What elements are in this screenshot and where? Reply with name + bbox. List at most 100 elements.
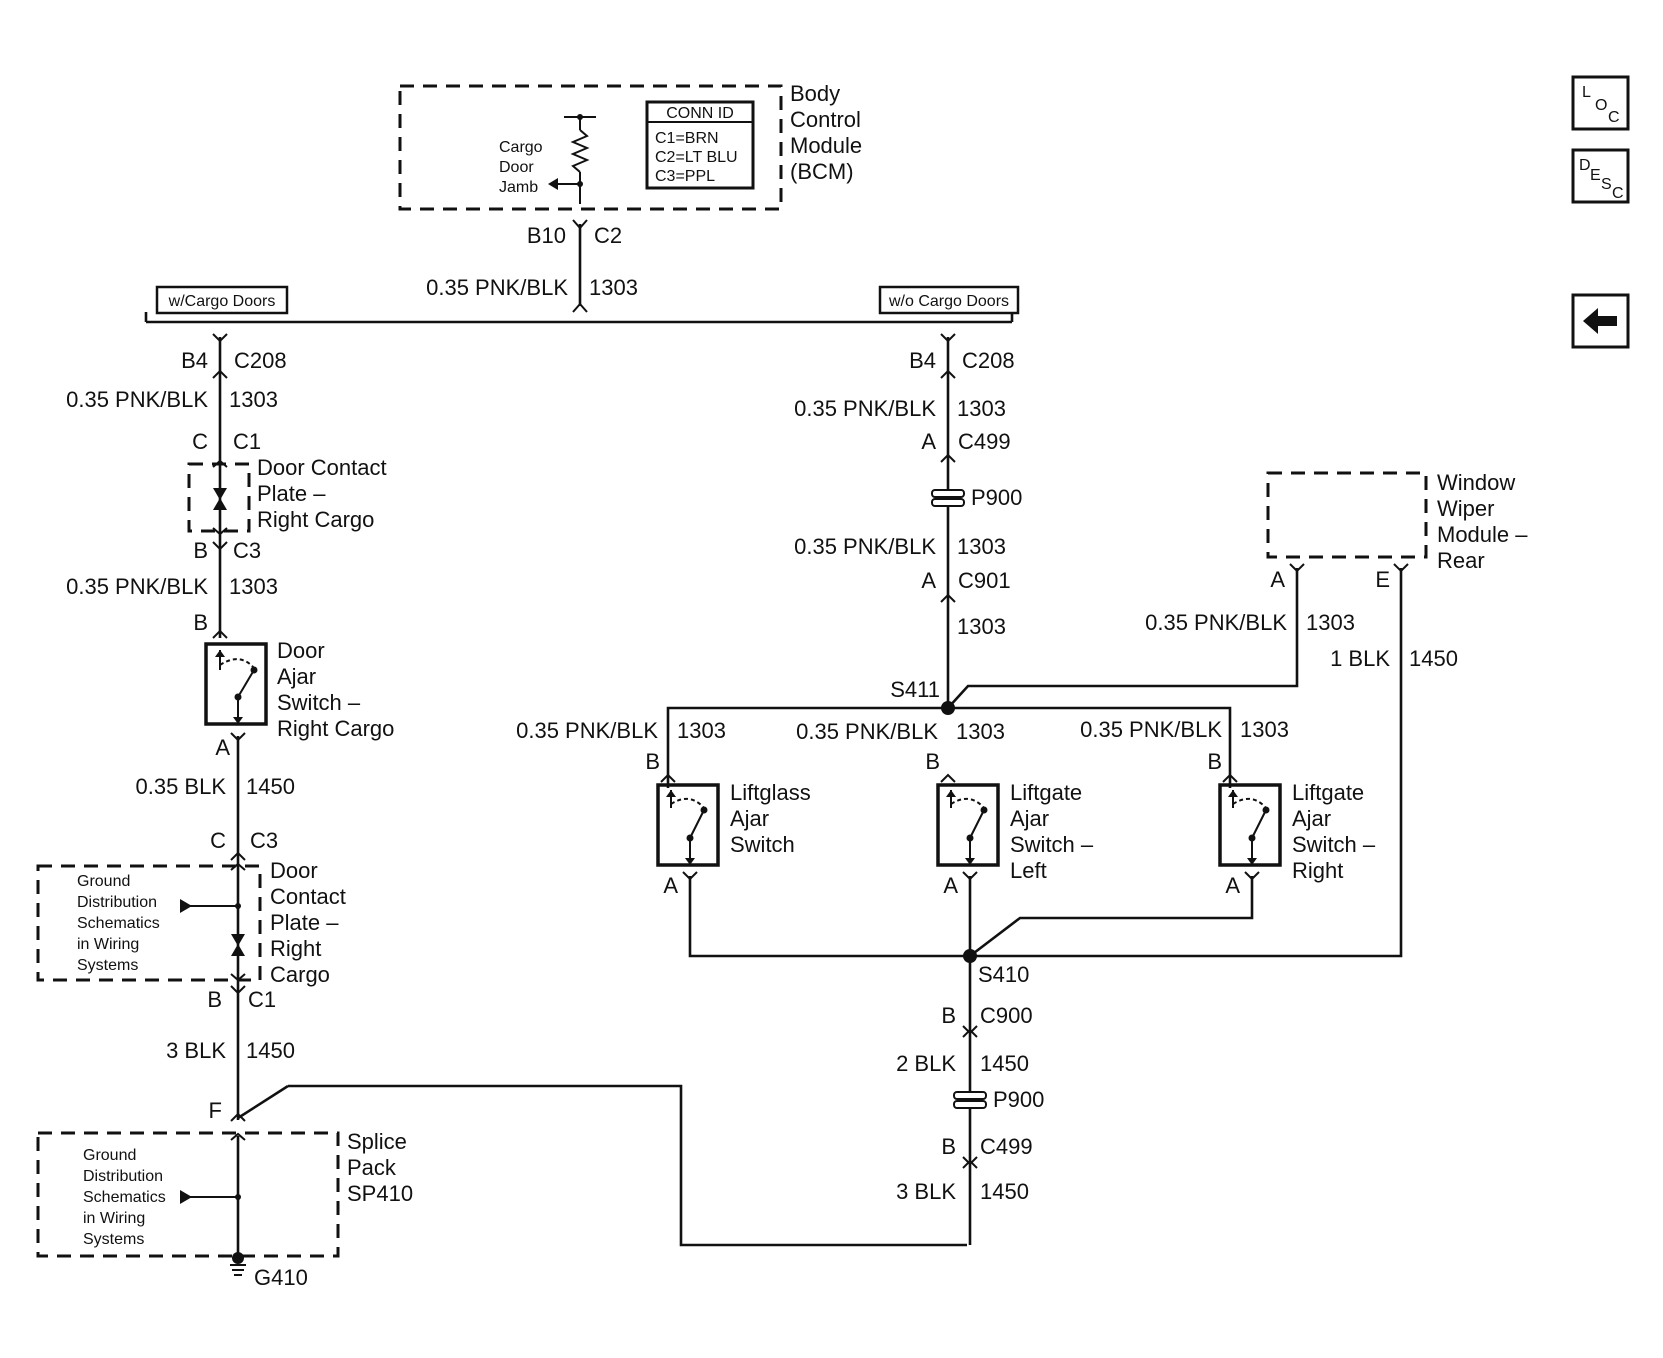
door-contact-plate-right-cargo: Door Contact Plate – Right Cargo	[187, 433, 387, 548]
left-wire2-gauge: 0.35 PNK/BLK	[66, 574, 208, 599]
splice-line2: Pack	[347, 1155, 397, 1180]
bcm-input-circuit: Cargo Door Jamb	[499, 114, 596, 204]
left-c3b-pin: C	[210, 828, 226, 853]
right-wire3-circuit: 1303	[957, 614, 1006, 639]
switch1-line3: Switch –	[277, 690, 361, 715]
right-c901: C901	[958, 568, 1011, 593]
left-c208-pin: B4	[181, 348, 208, 373]
bcm-input-line1: Cargo	[499, 139, 543, 156]
sw2-circuit: 1303	[956, 719, 1005, 744]
sw1-line3: Switch	[730, 832, 795, 857]
right-branch: B4 C208 0.35 PNK/BLK 1303 A C499 P900 0.…	[516, 333, 1528, 1245]
wiper-a-gauge: 0.35 PNK/BLK	[1145, 610, 1287, 635]
sw2-pin-a: A	[943, 873, 958, 898]
ground-ref1-line4: in Wiring	[77, 936, 139, 953]
left-branch: B4 C208 0.35 PNK/BLK 1303 C C1 Door Cont…	[36, 333, 413, 1290]
c900-label: C900	[980, 1003, 1033, 1028]
right-wire1-gauge: 0.35 PNK/BLK	[794, 396, 936, 421]
switch1-line1: Door	[277, 638, 325, 663]
plate2-line1: Door	[270, 858, 318, 883]
desc-letter-c: C	[1612, 185, 1624, 202]
right-wire1-circuit: 1303	[957, 396, 1006, 421]
left-wire3-gauge: 0.35 BLK	[135, 774, 226, 799]
sw2-line4: Left	[1010, 858, 1047, 883]
left-c3: C3	[233, 538, 261, 563]
left-c3-pin: B	[193, 538, 208, 563]
ground-ref2-line2: Distribution	[83, 1168, 163, 1185]
ground-label: G410	[254, 1265, 308, 1290]
right-wire4-gauge: 2 BLK	[896, 1051, 956, 1076]
sw2-gauge: 0.35 PNK/BLK	[796, 719, 938, 744]
p900-label: P900	[971, 485, 1022, 510]
wiper-e-circuit: 1450	[1409, 646, 1458, 671]
main-wire-gauge: 0.35 PNK/BLK	[426, 275, 568, 300]
right-c499: C499	[958, 429, 1011, 454]
splice-line1: Splice	[347, 1129, 407, 1154]
plate2-line2: Contact	[270, 884, 346, 909]
wiper-a-circuit: 1303	[1306, 610, 1355, 635]
conn-c2: C2=LT BLU	[655, 149, 738, 166]
desc-letter-s: S	[1601, 176, 1612, 193]
right-c208-pin: B4	[909, 348, 936, 373]
left-c1b: C1	[248, 987, 276, 1012]
bcm-title-line3: Module	[790, 133, 862, 158]
wiper-e-gauge: 1 BLK	[1330, 646, 1390, 671]
plate2-line4: Right	[270, 936, 321, 961]
wiper-line1: Window	[1437, 470, 1515, 495]
p900b-label: P900	[993, 1087, 1044, 1112]
sw3-line2: Ajar	[1292, 806, 1331, 831]
splice-pack-sp410: Ground Distribution Schematics in Wiring…	[36, 1129, 413, 1258]
bcm-connector-c2: B10 C2 0.35 PNK/BLK 1303	[426, 219, 638, 313]
ground-ref2-line5: Systems	[83, 1231, 144, 1248]
left-wire4-circuit: 1450	[246, 1038, 295, 1063]
right-c208: C208	[962, 348, 1015, 373]
liftgate-ajar-switch-left: Liftgate Ajar Switch – Left A	[936, 773, 1094, 898]
bcm-title-line1: Body	[790, 81, 840, 106]
wiper-line2: Wiper	[1437, 496, 1494, 521]
left-wire4-gauge: 3 BLK	[166, 1038, 226, 1063]
left-switch-pin-b: B	[193, 610, 208, 635]
left-wire1-circuit: 1303	[229, 387, 278, 412]
left-c3b: C3	[250, 828, 278, 853]
plate1-line1: Door Contact	[257, 455, 387, 480]
option-with-cargo-doors: w/Cargo Doors	[168, 293, 276, 310]
loc-letter-l: L	[1582, 84, 1591, 101]
sw2-line1: Liftgate	[1010, 780, 1082, 805]
door-ajar-switch-right-cargo: Door Ajar Switch – Right Cargo	[204, 638, 394, 741]
ground-ref1-line5: Systems	[77, 957, 138, 974]
p900-lower: P900	[953, 1087, 1044, 1112]
right-wire5-circuit: 1450	[980, 1179, 1029, 1204]
splice-s410: S410	[978, 962, 1029, 987]
left-arrow-icon	[1583, 308, 1617, 334]
desc-letter-d: D	[1579, 157, 1591, 174]
sw2-line3: Switch –	[1010, 832, 1094, 857]
conn-c1: C1=BRN	[655, 130, 719, 147]
ground-g410: G410	[230, 1252, 308, 1290]
main-wire-circuit: 1303	[589, 275, 638, 300]
sw3-line4: Right	[1292, 858, 1343, 883]
switch1-line4: Right Cargo	[277, 716, 394, 741]
window-wiper-module-rear: Window Wiper Module – Rear A E	[1266, 470, 1528, 592]
bcm-title-line2: Control	[790, 107, 861, 132]
desc-letter-e: E	[1590, 167, 1601, 184]
right-wire2-circuit: 1303	[957, 534, 1006, 559]
loc-button[interactable]: L O C	[1571, 75, 1630, 131]
wiper-pin-e: E	[1375, 567, 1390, 592]
p900-upper: P900	[931, 485, 1022, 510]
splice-line3: SP410	[347, 1181, 413, 1206]
door-contact-plate-2: Ground Distribution Schematics in Wiring…	[36, 858, 346, 990]
plate2-line3: Plate –	[270, 910, 339, 935]
sw1-pin-a: A	[663, 873, 678, 898]
sw1-line2: Ajar	[730, 806, 769, 831]
switch1-line2: Ajar	[277, 664, 316, 689]
sw3-pin-b: B	[1207, 749, 1222, 774]
right-wire5-gauge: 3 BLK	[896, 1179, 956, 1204]
splice-s411: S411	[890, 677, 940, 702]
left-c1b-pin: B	[207, 987, 222, 1012]
c499b-pin: B	[941, 1134, 956, 1159]
plate2-line5: Cargo	[270, 962, 330, 987]
sw1-circuit: 1303	[677, 718, 726, 743]
back-button[interactable]	[1571, 293, 1630, 349]
desc-button[interactable]: D E S C	[1571, 148, 1630, 204]
sw1-pin-b: B	[645, 749, 660, 774]
